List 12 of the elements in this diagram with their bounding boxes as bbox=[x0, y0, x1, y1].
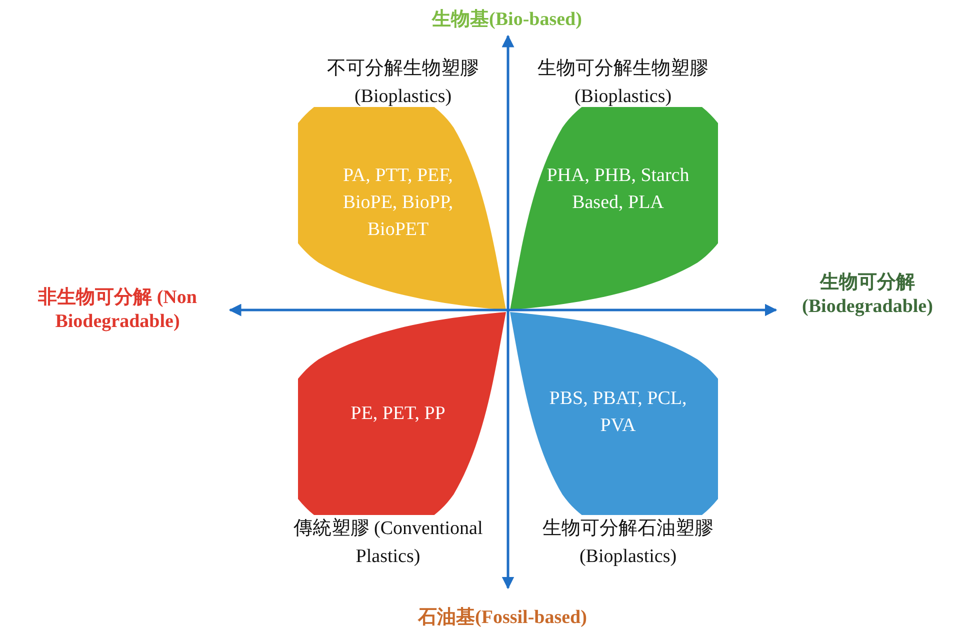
material-list: PE, PET, PP bbox=[323, 400, 473, 427]
material-list: PHA, PHB, Starch Based, PLA bbox=[543, 162, 693, 216]
quadrant-heading: 生物可分解石油塑膠 (Bioplastics) bbox=[542, 516, 714, 569]
axis-label: 生物基(Bio-based) bbox=[430, 8, 583, 32]
quadrant-heading: 不可分解生物塑膠 (Bioplastics) bbox=[326, 56, 480, 109]
axis-label: 非生物可分解 (Non Biodegradable) bbox=[37, 286, 198, 334]
axis-label: 石油基(Fossil-based) bbox=[416, 606, 588, 630]
quadrant-heading: 傳統塑膠 (Conventional Plastics) bbox=[292, 516, 484, 569]
material-list: PA, PTT, PEF, BioPE, BioPP, BioPET bbox=[323, 162, 473, 243]
material-list: PBS, PBAT, PCL, PVA bbox=[543, 385, 693, 439]
quadrant-heading: 生物可分解生物塑膠 (Bioplastics) bbox=[536, 56, 710, 109]
axis-label: 生物可分解 (Biodegradable) bbox=[801, 271, 934, 319]
